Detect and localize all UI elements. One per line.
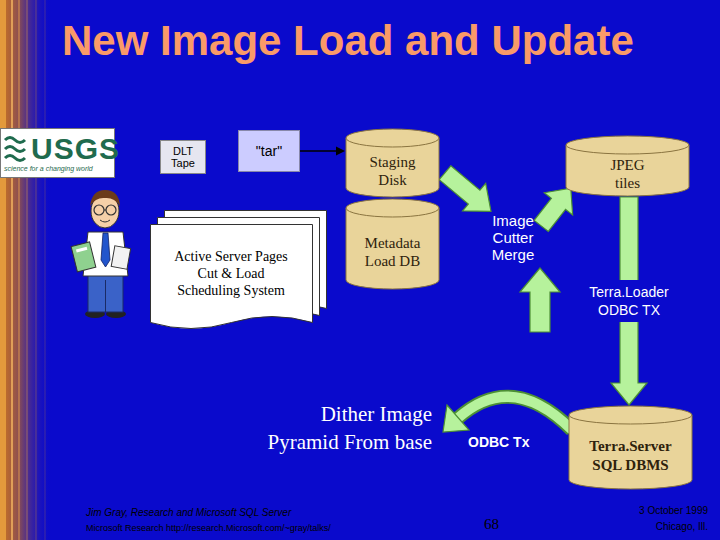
border-line <box>45 0 46 540</box>
curved-arrow-head <box>443 405 469 432</box>
cylinder-top <box>569 406 692 424</box>
process-label: Dither Image Pyramid From base <box>250 400 432 456</box>
cylinder-top <box>566 136 689 154</box>
connector <box>300 147 345 156</box>
slide-title: New Image Load and Update <box>62 16 634 66</box>
arrow-head <box>336 147 345 156</box>
person-glasses <box>94 205 104 215</box>
person-mouth <box>100 220 110 222</box>
database-cylinder: JPEG tiles <box>565 135 690 197</box>
archive-label: "tar" <box>256 143 282 159</box>
transfer-label: ODBC Tx <box>468 434 529 450</box>
database-label: Metadata Load DB <box>353 234 433 270</box>
person-clipboard-paper <box>76 247 87 253</box>
person-tie <box>101 233 110 267</box>
person-papers <box>111 246 130 269</box>
document-stack: Active Server Pages Cut & Load Schedulin… <box>150 210 330 334</box>
footer-author: Jim Gray, Research and Microsoft SQL Ser… <box>86 507 291 518</box>
cylinder-body <box>346 208 439 289</box>
border-line <box>11 0 13 540</box>
curved-arrow-outline <box>458 397 572 430</box>
connector-label: Terra.Loader ODBC TX <box>574 280 684 322</box>
database-label: JPEG tiles <box>605 156 651 192</box>
border-line <box>36 0 37 540</box>
person-clipboard <box>71 242 96 272</box>
logo-tagline: science for a changing world <box>4 164 93 173</box>
database-cylinder: Terra.Server SQL DBMS <box>568 405 693 490</box>
archive-box: "tar" <box>238 130 300 172</box>
logo-box: USGSscience for a changing world <box>0 128 115 178</box>
database-cylinder: Metadata Load DB <box>345 198 440 290</box>
footer-url: Microsoft Research http://research.Micro… <box>86 523 331 533</box>
border-line <box>27 0 28 540</box>
flow-arrow <box>520 268 560 332</box>
database-cylinder: Staging Disk <box>345 128 440 198</box>
tape-label: DLT Tape <box>163 145 203 169</box>
curved-arrow <box>458 397 572 430</box>
footer-date: 3 October 1999 <box>639 505 708 516</box>
page-front <box>151 225 313 329</box>
document-label: Active Server Pages Cut & Load Schedulin… <box>170 248 292 299</box>
person-hair <box>90 190 120 206</box>
connector-line <box>300 150 336 152</box>
tape-box: DLT Tape <box>160 140 206 174</box>
logo-text: USGS <box>31 134 120 164</box>
person-trousers <box>88 274 123 312</box>
border-line <box>18 0 20 540</box>
database-label: Terra.Server SQL DBMS <box>581 437 681 475</box>
database-label: Staging Disk <box>362 153 424 189</box>
cylinder-top <box>346 199 439 217</box>
footer-place: Chicago, Ill. <box>656 521 708 532</box>
cylinder-top <box>346 129 439 147</box>
slide-number: 68 <box>484 516 499 533</box>
person-glasses <box>106 205 116 215</box>
border-strip <box>0 0 6 540</box>
person-leg-line <box>105 280 106 312</box>
cylinder-body <box>569 415 692 489</box>
logo-wave <box>5 147 25 152</box>
logo-wave <box>5 138 25 143</box>
logo-wave <box>5 156 25 161</box>
border-glow <box>0 0 52 540</box>
person-glasses <box>104 209 106 210</box>
process-label: Image Cutter Merge <box>483 212 543 263</box>
